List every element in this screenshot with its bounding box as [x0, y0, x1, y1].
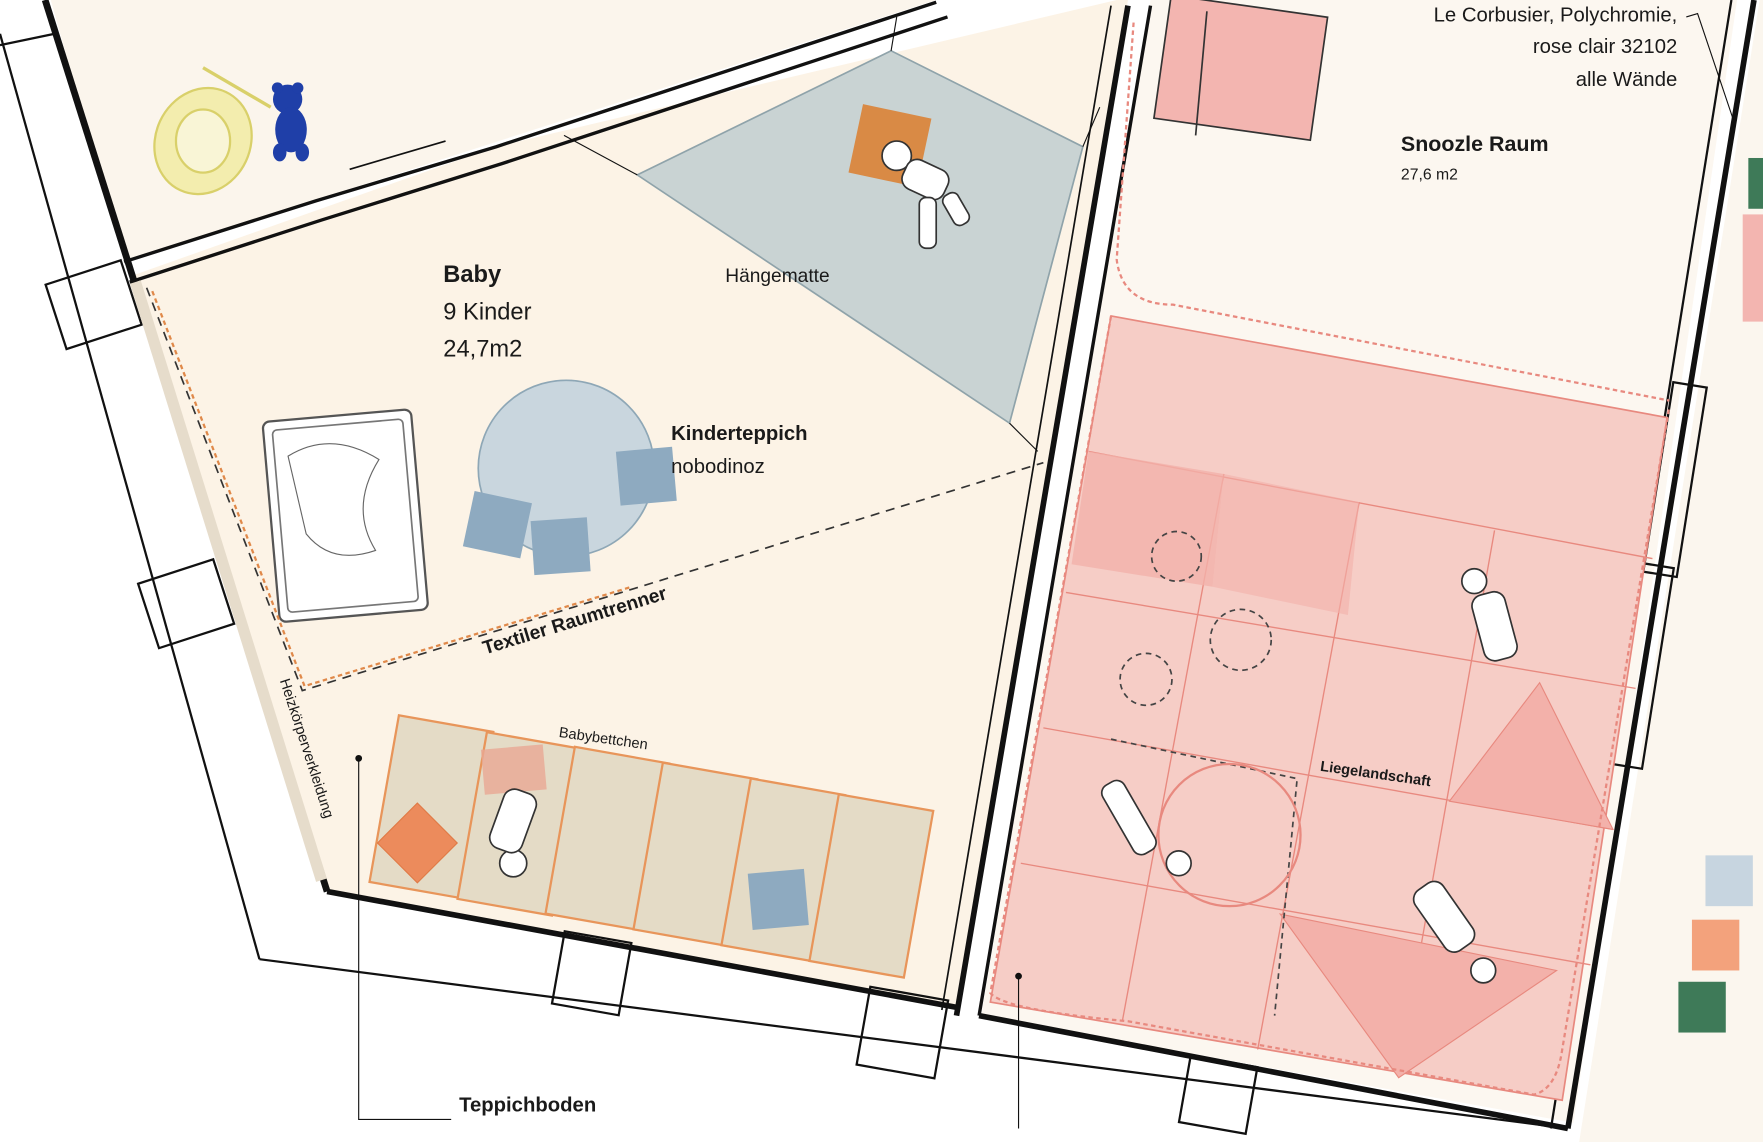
floor-cushion — [615, 446, 677, 506]
child-figures-icon — [1100, 567, 1518, 984]
swatch-green-top — [1748, 157, 1763, 209]
leader-lines — [355, 12, 1736, 1129]
floor-cushion — [530, 517, 591, 576]
hammock-ropes — [563, 16, 1101, 452]
floor-markers — [1110, 530, 1299, 1016]
mat-triangle — [1448, 681, 1614, 831]
textile-divider-wave — [151, 290, 632, 688]
swatch-green — [1678, 981, 1726, 1033]
cribs — [368, 713, 935, 979]
swatch-pink-top — [1742, 214, 1763, 322]
lounge-circle — [1157, 762, 1302, 908]
swatch-orange — [1691, 919, 1740, 971]
liegelandschaft-mat — [989, 314, 1669, 1102]
pink-lounge-cushions — [1152, 0, 1329, 142]
carpet-label: Teppichboden — [459, 1095, 596, 1117]
orange-cushion — [376, 802, 459, 884]
baby-room-children: 9 Kinder — [443, 299, 531, 325]
swatch-light-blue — [1705, 855, 1753, 907]
paint-note-line1: Le Corbusier, Polychromie, — [1434, 4, 1678, 26]
mat-triangle — [1278, 913, 1559, 1079]
baby-figure-icon — [488, 788, 538, 878]
child-figure-icon — [881, 140, 971, 250]
upper-room-floor — [50, 0, 937, 262]
paint-note-line2: rose clair 32102 — [1533, 36, 1677, 58]
teddy-bear-icon — [271, 82, 310, 162]
baby-room-area: 24,7m2 — [443, 337, 522, 363]
snoozle-room-area: 27,6 m2 — [1401, 166, 1458, 183]
snoozle-curtain-lower — [989, 315, 1671, 1096]
hammock-label: Hängematte — [725, 266, 829, 287]
blue-cushion — [747, 868, 809, 930]
radiator-cover — [129, 280, 327, 882]
baby-room-title: Baby — [443, 262, 502, 288]
paint-note-line3: alle Wände — [1576, 69, 1678, 91]
snoozle-room-title: Snoozle Raum — [1401, 132, 1549, 156]
baby-bouncer-icon — [153, 66, 272, 196]
pink-cushion — [480, 744, 547, 795]
snoozle-curtain — [1115, 22, 1670, 402]
mat-cushion — [1071, 451, 1224, 587]
textile-divider-dashed — [145, 287, 1044, 692]
playpen — [261, 408, 429, 623]
rug-brand: nobodinoz — [671, 456, 765, 478]
mat-cushion — [1212, 473, 1360, 616]
rug-title: Kinderteppich — [671, 423, 807, 445]
floor-cushion — [462, 491, 532, 559]
